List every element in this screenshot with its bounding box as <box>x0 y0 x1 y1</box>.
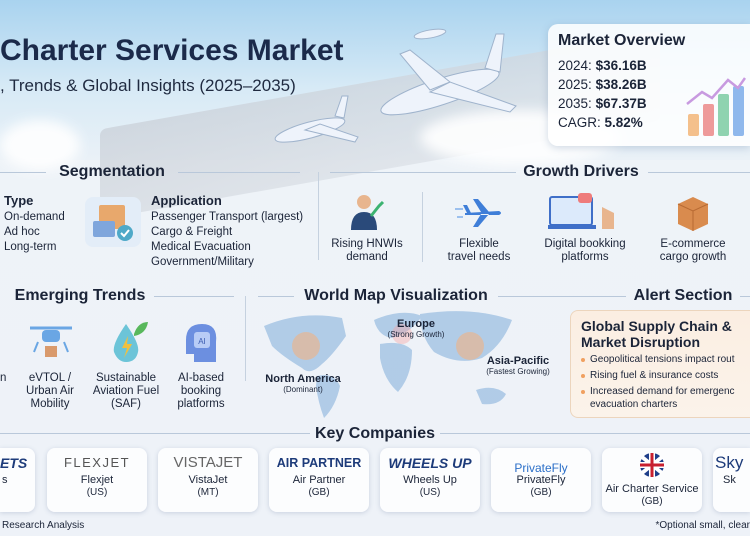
divider <box>258 296 294 297</box>
type-heading: Type <box>4 193 34 208</box>
overview-row: 2035: $67.37B <box>558 96 647 111</box>
footer-note: *Optional small, clear <box>655 520 750 531</box>
type-item: On-demand <box>4 211 65 223</box>
digital-booking-icon <box>548 193 614 229</box>
application-item: Government/Military <box>151 256 254 268</box>
alert-bullet-continuation: evacuation charters <box>590 399 678 410</box>
airplanes-illustration <box>274 28 517 143</box>
divider <box>648 172 750 173</box>
key-companies-heading: Key Companies <box>314 425 436 442</box>
alert-bullet: Increased demand for emergenc <box>581 385 748 398</box>
ai-head-icon: AI <box>186 324 217 362</box>
world-map-heading: World Map Visualization <box>304 287 488 304</box>
application-item: Passenger Transport (largest) <box>151 211 304 223</box>
type-item: Ad hoc <box>4 226 40 238</box>
divider <box>178 172 300 173</box>
divider <box>422 192 423 262</box>
divider <box>0 433 310 434</box>
world-map <box>264 311 512 418</box>
alert-bullet: Rising fuel & insurance costs <box>581 369 748 382</box>
segmentation-heading: Segmentation <box>59 163 165 180</box>
map-label-europe: Europe(Strong Growth) <box>387 318 445 339</box>
emerging-trends-heading: Emerging Trends <box>14 287 146 304</box>
cargo-box-icon <box>677 197 709 231</box>
page-title: Charter Services Market <box>0 34 344 67</box>
alert-heading: Alert Section <box>633 287 733 304</box>
map-label-north-america: North America(Dominant) <box>265 373 341 394</box>
divider <box>440 433 750 434</box>
cloud <box>0 120 80 170</box>
alert-box: Global Supply Chain &Market Disruption G… <box>570 310 750 418</box>
trend-label-partial: n <box>0 372 7 384</box>
type-item: Long-term <box>4 241 57 253</box>
divider <box>154 296 234 297</box>
overview-row: 2025: $38.26B <box>558 77 647 92</box>
sustainable-fuel-icon <box>113 322 148 362</box>
businessman-icon <box>351 195 385 230</box>
uk-flag-icon <box>640 453 664 477</box>
application-item: Cargo & Freight <box>151 226 233 238</box>
divider <box>245 296 246 381</box>
footer-source: Research Analysis <box>2 520 85 531</box>
divider <box>318 172 319 260</box>
overview-row: CAGR: 5.82% <box>558 115 643 130</box>
svg-text:AI: AI <box>198 337 206 346</box>
growth-chart-icon <box>686 77 746 136</box>
package-check-icon <box>85 197 141 247</box>
alert-bullet: Geopolitical tensions impact rout <box>581 353 748 366</box>
company-card[interactable]: Air Charter Service(GB) <box>602 448 702 512</box>
alert-title: Global Supply Chain &Market Disruption <box>581 318 732 350</box>
divider <box>498 296 626 297</box>
overview-row: 2024: $36.16B <box>558 58 647 73</box>
map-label-asia-pacific: Asia-Pacific(Fastest Growing) <box>486 355 550 376</box>
growth-drivers-heading: Growth Drivers <box>523 163 639 180</box>
application-heading: Application <box>151 193 222 208</box>
divider <box>0 172 46 173</box>
market-overview-title: Market Overview <box>558 32 686 49</box>
market-overview-card: Market Overview 2024: $36.16B 2025: $38.… <box>548 24 750 146</box>
divider <box>330 172 516 173</box>
divider <box>740 296 750 297</box>
page-subtitle: , Trends & Global Insights (2025–2035) <box>0 76 296 95</box>
airplane-icon <box>455 199 501 227</box>
application-item: Medical Evacuation <box>151 241 251 253</box>
drone-icon <box>30 326 72 357</box>
